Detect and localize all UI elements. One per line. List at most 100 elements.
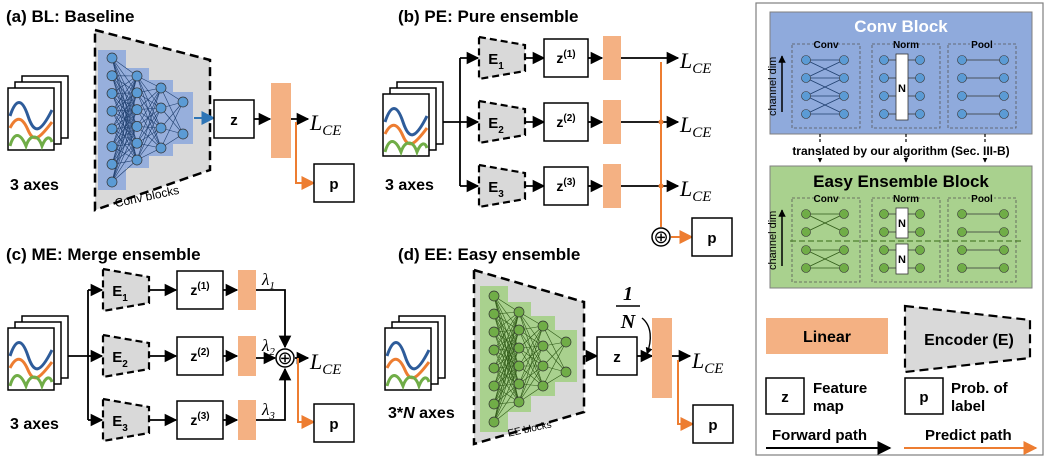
z-desc-line1: Feature	[813, 380, 867, 397]
svg-text:N: N	[898, 83, 906, 95]
input-label: 3 axes	[10, 177, 59, 194]
net-edge	[518, 325, 544, 367]
net-node	[488, 344, 500, 356]
predict-path-label: Predict path	[925, 427, 1012, 444]
net-node	[106, 52, 118, 64]
linear-key-label: Linear	[803, 329, 851, 346]
net-edge	[111, 126, 138, 183]
legend-subbox	[871, 197, 941, 283]
net-edge	[493, 347, 520, 423]
net-node	[537, 380, 549, 392]
encoder-label: E1	[112, 283, 128, 304]
net-node	[106, 70, 118, 82]
net-node	[131, 104, 143, 115]
panel-easy-ensemble: (d) EE: Easy ensemble 3*N axes EE blocks…	[383, 245, 734, 446]
net-node	[106, 141, 118, 152]
loss-label: LCE	[679, 48, 711, 77]
encoder-label: E3	[488, 179, 504, 200]
legend-subbox	[947, 43, 1017, 129]
net-node	[155, 82, 167, 94]
net-edge	[518, 347, 544, 387]
channel-dim-label: channel dim	[767, 57, 779, 116]
linear-layer	[238, 400, 256, 440]
encoder-e1	[101, 267, 151, 313]
net-edge	[111, 75, 138, 129]
scale-denominator: N	[620, 311, 637, 333]
net-edge	[493, 311, 520, 387]
p-label: p	[708, 417, 717, 434]
net-edge	[493, 311, 520, 369]
ee-block-2	[507, 302, 531, 412]
net-node	[513, 360, 525, 372]
net-node	[155, 102, 167, 114]
net-node	[560, 336, 572, 348]
svg-text:N: N	[898, 218, 906, 230]
net-node	[131, 154, 143, 166]
net-edge	[518, 329, 544, 387]
net-node	[488, 290, 500, 302]
net-edge	[518, 325, 544, 349]
net-edge	[542, 325, 567, 373]
z-desc-line2: map	[813, 398, 844, 415]
net-edge	[111, 75, 138, 112]
net-edge	[136, 109, 162, 149]
net-edge	[111, 110, 138, 144]
net-edge	[136, 87, 162, 110]
linear-key	[766, 318, 888, 354]
translated-caption: translated by our algorithm (Sec. III-B)	[792, 144, 1009, 158]
loss-label: LCE	[309, 349, 341, 378]
norm-box	[895, 53, 909, 121]
p-desc-line1: Prob. of	[951, 380, 1009, 397]
net-edge	[111, 75, 138, 127]
channel-dim-label: channel dim	[767, 211, 779, 270]
p-label: p	[329, 176, 338, 193]
panel-title-merge: (c) ME: Merge ensemble	[6, 245, 201, 264]
scale-numerator: 1	[623, 283, 633, 305]
net-edge	[542, 345, 567, 373]
net-edge	[136, 107, 162, 144]
legend-col-label: Pool	[971, 194, 993, 205]
net-node	[106, 88, 118, 99]
net-edge	[160, 101, 184, 149]
net-edge	[136, 92, 162, 129]
conv-block-title: Conv Block	[854, 17, 948, 36]
net-node	[513, 324, 525, 336]
loss-label: LCE	[679, 176, 711, 205]
encoder-label: E2	[112, 349, 128, 370]
svg-text:p: p	[919, 389, 928, 406]
encoder-e1	[477, 35, 527, 81]
encoder-label: E2	[488, 115, 504, 136]
net-node	[537, 320, 549, 332]
net-edge	[136, 75, 162, 129]
net-edge	[136, 75, 162, 109]
legend-col-label: Pool	[971, 40, 993, 51]
panel-title-baseline: (a) BL: Baseline	[6, 7, 134, 26]
encoder-key	[903, 304, 1032, 374]
lambda-weight: λ1	[261, 270, 275, 292]
legend-subbox	[947, 197, 1017, 283]
legend-subbox	[791, 43, 861, 129]
net-node	[488, 380, 500, 392]
net-edge	[518, 365, 544, 403]
legend-col-label: Conv	[814, 40, 839, 51]
encoder-label: E1	[488, 51, 504, 72]
net-node	[513, 396, 525, 408]
net-node	[488, 308, 500, 320]
input-stack-icon	[6, 314, 70, 392]
conv-network	[106, 52, 189, 188]
panel-title-pure: (b) PE: Pure ensemble	[398, 7, 578, 26]
input-label: 3*N axes	[388, 405, 455, 422]
net-node	[131, 121, 143, 132]
z-label: z(3)	[190, 411, 209, 428]
net-node	[488, 362, 500, 374]
net-edge	[518, 345, 544, 403]
legend-subbox	[871, 43, 941, 129]
net-edge	[136, 87, 162, 144]
net-edge	[493, 383, 520, 423]
lambda-weight: λ2	[261, 336, 275, 358]
prob-box-p	[313, 163, 355, 203]
svg-text:⊕: ⊕	[653, 227, 668, 247]
loss-label: LCE	[691, 348, 723, 377]
loss-label: LCE	[309, 110, 341, 139]
